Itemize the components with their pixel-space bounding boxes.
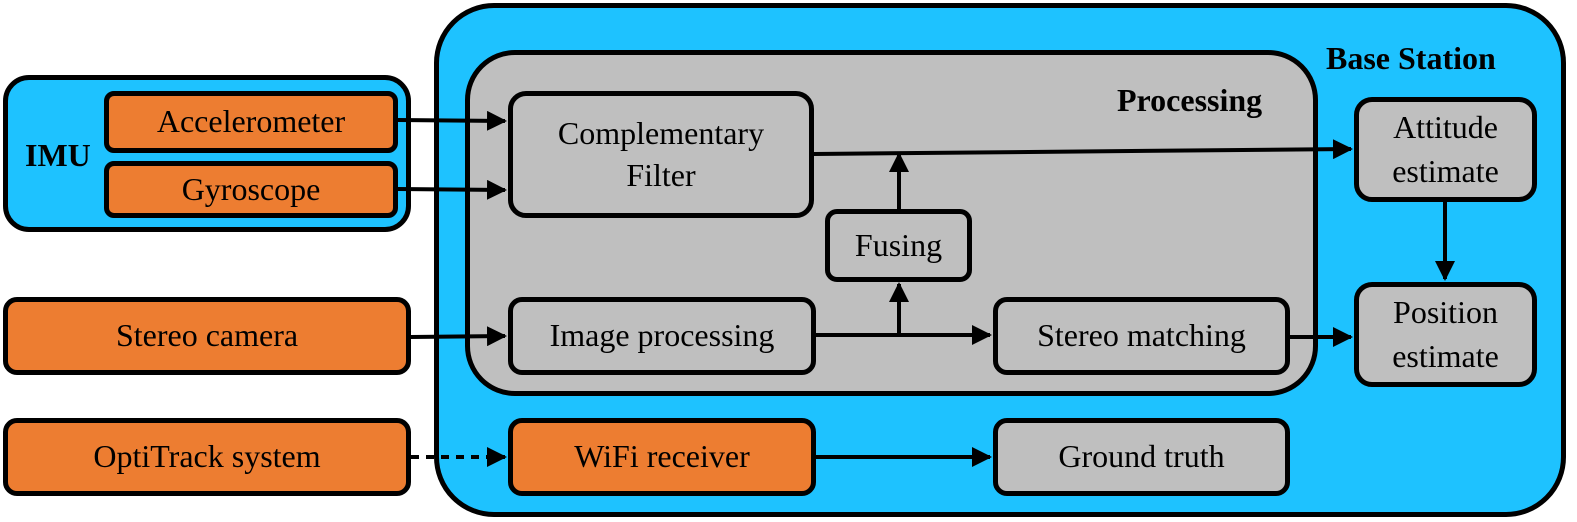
position-estimate-line-1: Position [1393,294,1498,331]
arrow-accelerometer-to-filter [397,110,507,131]
processing-label: Processing [1117,82,1263,118]
gyroscope-box: Gyroscope [104,161,398,218]
arrow-stereo-camera-to-image-processing [410,326,507,347]
wifi-receiver-box: WiFi receiver [508,418,816,496]
stereo-matching-box: Stereo matching [993,297,1290,375]
complementary-filter-box: Complementary Filter [508,91,814,218]
complementary-filter-line-1: Complementary [557,114,765,151]
arrow-gyroscope-to-filter [397,179,507,200]
position-estimate-box: Position estimate [1354,282,1537,387]
stereo-camera-box: Stereo camera [3,297,411,375]
accelerometer-box: Accelerometer [104,91,398,153]
base-station-label: Base Station [1326,40,1496,76]
ground-truth-box: Ground truth [993,418,1290,496]
complementary-filter-line-2: Filter [626,156,696,193]
image-processing-box: Image processing [508,297,816,375]
attitude-estimate-box: Attitude estimate [1354,97,1537,202]
position-estimate-line-2: estimate [1392,337,1499,374]
attitude-estimate-line-1: Attitude [1393,109,1498,146]
imu-label: IMU [25,137,91,173]
fusing-box: Fusing [825,209,972,282]
optitrack-system-box: OptiTrack system [3,418,411,496]
attitude-estimate-line-2: estimate [1392,152,1499,189]
arrow-filter-to-attitude [813,139,1353,160]
